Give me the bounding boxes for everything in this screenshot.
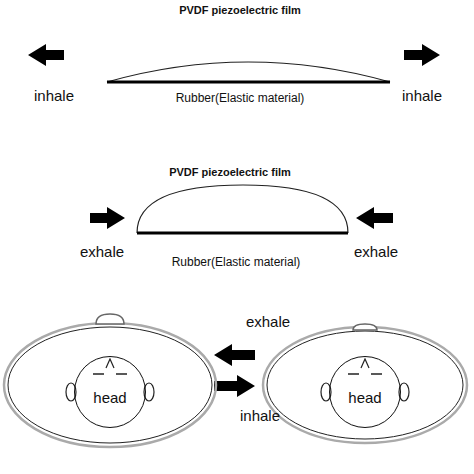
eye [348,373,359,375]
film-label: PVDF piezoelectric film [179,4,301,16]
rubber-strip [107,81,390,84]
sensor-bump [96,314,124,324]
nose [361,359,369,368]
node-text: head [348,389,381,406]
film-arc [107,62,390,82]
film-arc [137,185,348,233]
action-label: exhale [246,314,290,331]
nose [106,359,114,368]
belt-outer [4,323,216,447]
arrow-right [404,44,440,66]
action-label: inhale [34,88,74,105]
head-circle: head [329,356,401,428]
action-label: inhale [240,408,280,425]
eye [371,373,382,375]
arrow-left [214,344,255,366]
eye [116,373,127,375]
material-label: Rubber(Elastic material) [176,92,305,105]
belt-inner [267,331,463,439]
arrow-right [214,375,255,397]
head-circle: head [74,356,146,428]
material-label: Rubber(Elastic material) [172,256,301,269]
eye [93,373,104,375]
film-label: PVDF piezoelectric film [169,166,291,178]
arrow-left [28,44,64,66]
action-label: exhale [80,244,124,261]
action-label: exhale [354,244,398,261]
arrow-left [356,207,393,229]
action-label: inhale [402,88,442,105]
arrow-right [90,207,125,229]
rubber-strip [137,232,348,235]
node-text: head [93,389,126,406]
sensor-bump [353,324,377,330]
belt-inner [8,327,212,443]
belt-outer [263,327,467,443]
